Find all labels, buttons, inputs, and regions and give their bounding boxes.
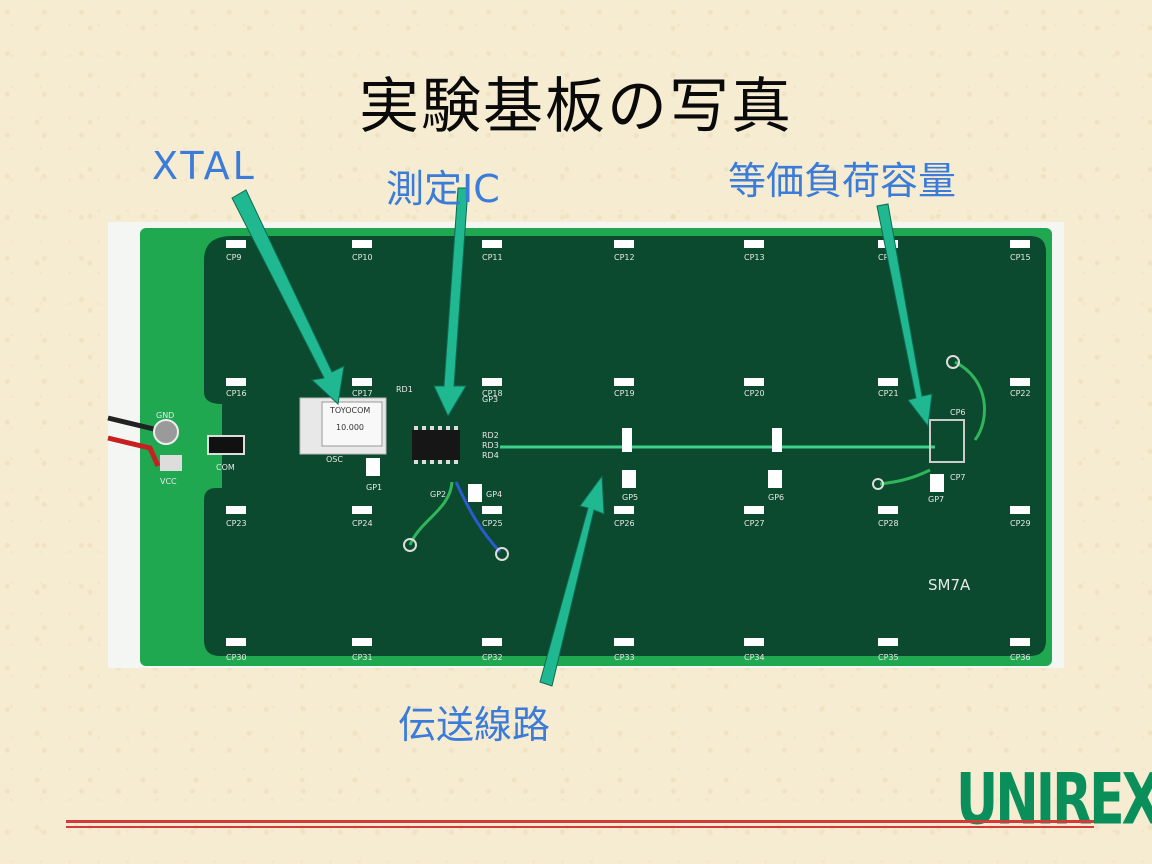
svg-text:CP7: CP7 (950, 473, 966, 482)
footer-rule-top (66, 820, 1094, 823)
svg-text:CP23: CP23 (226, 519, 247, 528)
svg-text:GP2: GP2 (430, 490, 446, 499)
svg-text:GP3: GP3 (482, 395, 498, 404)
pad-gp6 (768, 470, 782, 488)
svg-text:CP11: CP11 (482, 253, 503, 262)
wire-red (107, 435, 161, 468)
svg-text:GP5: GP5 (622, 493, 638, 502)
svg-text:CP35: CP35 (878, 653, 899, 662)
callout-arrows (231, 187, 933, 687)
com-component (207, 435, 245, 455)
pad-jp4 (772, 428, 782, 452)
svg-text:GP6: GP6 (768, 493, 784, 502)
probe-ring-2 (495, 547, 509, 561)
svg-text:CP29: CP29 (1010, 519, 1031, 528)
svg-text:CP20: CP20 (744, 389, 765, 398)
svg-text:CP26: CP26 (614, 519, 635, 528)
slide-title: 実験基板の写真 (359, 72, 793, 142)
svg-text:CP13: CP13 (744, 253, 765, 262)
probe-wire-green (408, 481, 454, 546)
svg-text:GP7: GP7 (928, 495, 944, 504)
svg-text:CP27: CP27 (744, 519, 765, 528)
svg-text:CP24: CP24 (352, 519, 373, 528)
svg-text:CP30: CP30 (226, 653, 247, 662)
svg-text:CP36: CP36 (1010, 653, 1031, 662)
load-ring-1 (946, 355, 960, 369)
crystal-can (321, 401, 383, 447)
misc-board-labels: GND VCC COM OSC GP1 GP2 GP3 GP4 GP5 GP6 … (156, 385, 966, 504)
label-measurement-ic: 測定IC (386, 167, 500, 211)
pad-gp5 (622, 470, 636, 488)
ic-pins (414, 426, 458, 464)
svg-text:CP25: CP25 (482, 519, 503, 528)
svg-text:GND: GND (156, 411, 174, 420)
svg-text:CP6: CP6 (950, 408, 966, 417)
gnd-terminal (153, 419, 179, 445)
pad-gp4 (468, 484, 482, 502)
svg-text:CP9: CP9 (226, 253, 242, 262)
ic-chip (412, 430, 460, 460)
svg-text:GP1: GP1 (366, 483, 382, 492)
wire-black (107, 415, 159, 433)
unirex-logo: UNIREX (956, 760, 1152, 841)
svg-text:RD3: RD3 (482, 441, 499, 450)
label-transmission-line: 伝送線路 (398, 703, 551, 747)
svg-text:CP33: CP33 (614, 653, 635, 662)
svg-text:CP34: CP34 (744, 653, 765, 662)
svg-text:RD2: RD2 (482, 431, 499, 440)
svg-text:CP10: CP10 (352, 253, 373, 262)
pad-gp1 (366, 458, 380, 476)
svg-text:CP28: CP28 (878, 519, 899, 528)
crystal-marking: TOYOCOM (329, 406, 370, 415)
probe-wire-blue (454, 481, 502, 554)
crystal-frequency: 10.000 (336, 423, 364, 432)
svg-text:CP16: CP16 (226, 389, 247, 398)
load-ring-2 (872, 478, 884, 490)
arrow-ic (433, 187, 469, 418)
probe-ring-1 (403, 538, 417, 552)
svg-text:GP4: GP4 (486, 490, 502, 499)
arrow-load-capacitance (876, 203, 933, 428)
load-cap-cluster (929, 419, 965, 463)
svg-text:COM: COM (216, 463, 235, 472)
pad-jp3 (622, 428, 632, 452)
svg-text:CP32: CP32 (482, 653, 503, 662)
load-wire-top (954, 360, 986, 441)
svg-text:RD4: RD4 (482, 451, 499, 460)
arrow-transmission-line (539, 474, 605, 687)
svg-text:VCC: VCC (160, 477, 177, 486)
label-load-capacitance: 等価負荷容量 (728, 159, 957, 203)
svg-text:CP18: CP18 (482, 389, 503, 398)
svg-text:CP31: CP31 (352, 653, 373, 662)
svg-text:RD1: RD1 (396, 385, 413, 394)
svg-text:OSC: OSC (326, 455, 343, 464)
svg-text:CP15: CP15 (1010, 253, 1031, 262)
svg-text:CP22: CP22 (1010, 389, 1031, 398)
svg-text:CP12: CP12 (614, 253, 635, 262)
arrow-xtal (231, 189, 345, 406)
label-xtal: XTAL (152, 144, 257, 188)
svg-text:CP21: CP21 (878, 389, 899, 398)
svg-text:CP19: CP19 (614, 389, 635, 398)
pad-gp7 (930, 474, 944, 492)
board-model: SM7A (928, 576, 971, 594)
svg-text:CP17: CP17 (352, 389, 373, 398)
cp-pads (226, 240, 1030, 646)
footer-rule-bottom (66, 826, 1094, 828)
vcc-terminal (160, 455, 182, 471)
